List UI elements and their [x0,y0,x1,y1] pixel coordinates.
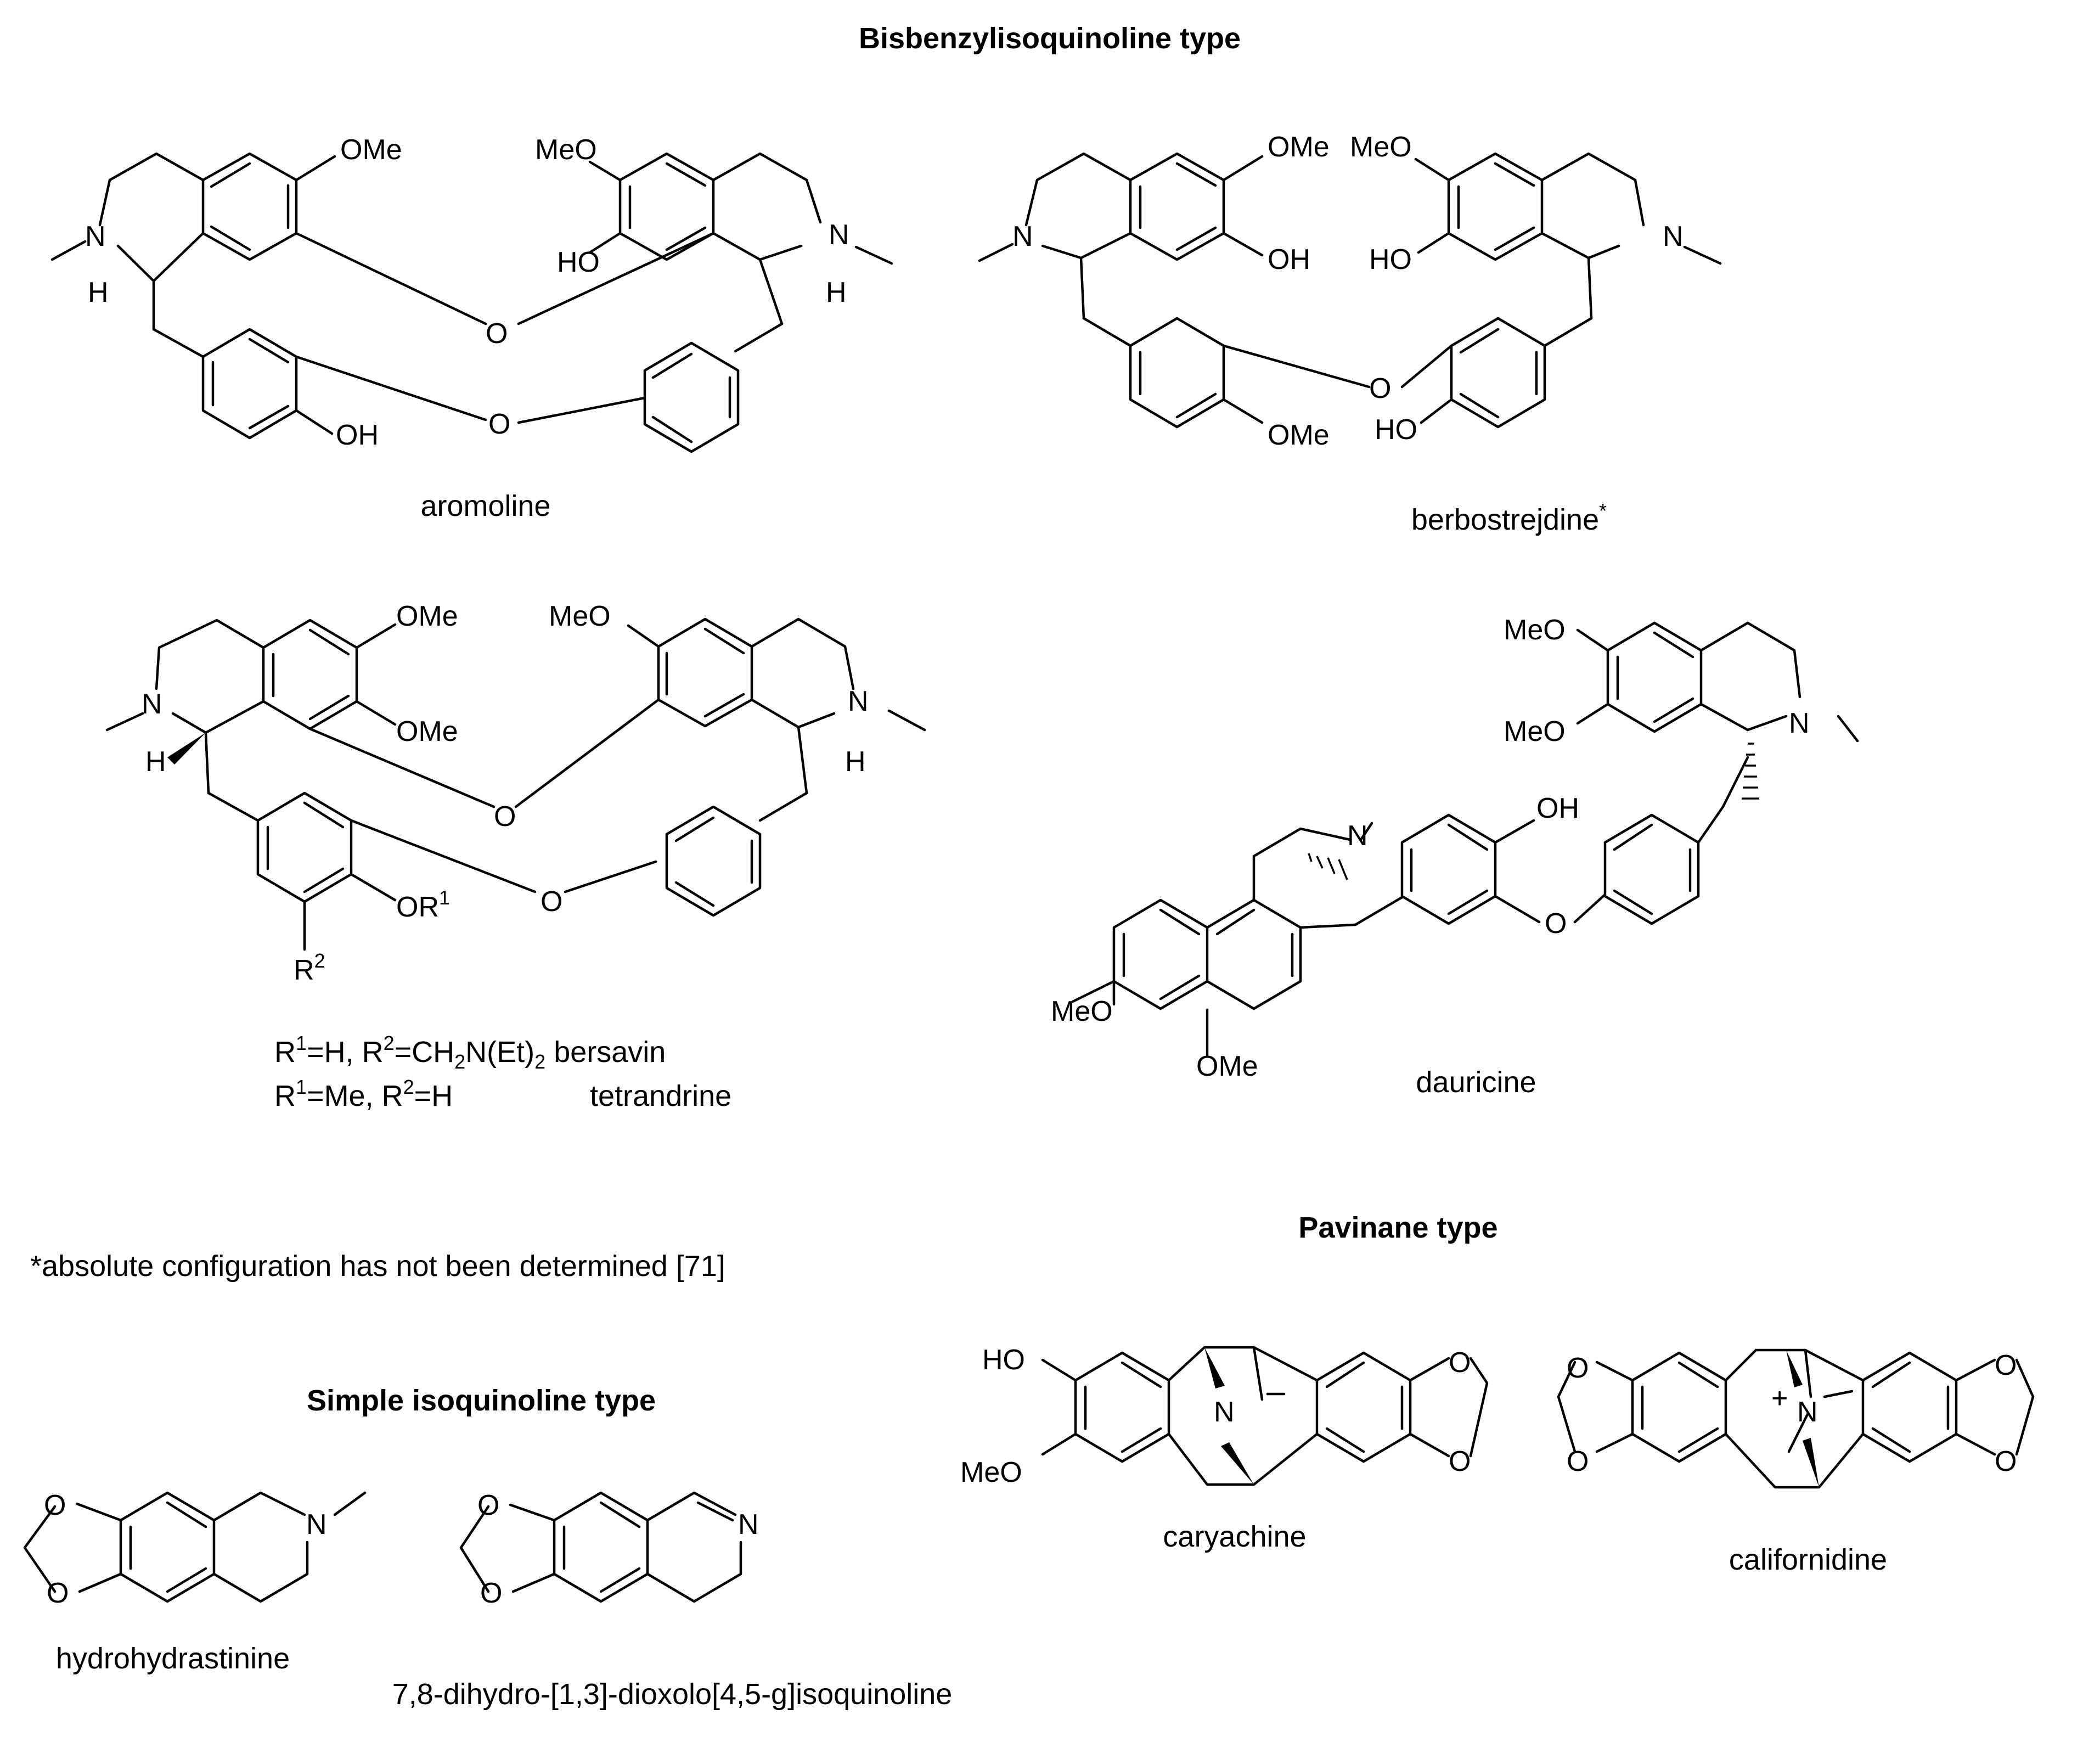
caryachine-wedge-bottom [1221,1442,1254,1485]
berbo-ho-right: HO [1369,244,1412,276]
caryachine-wedge-top [1204,1347,1225,1389]
bers-n-right: N [848,685,869,717]
daur-o-bridge: O [1545,908,1567,940]
label-caryachine: caryachine [1163,1520,1306,1553]
header-pavinane: Pavinane type [1298,1211,1497,1244]
aromoline-ho-right: HO [557,246,600,278]
dauricine-structure [1071,621,1859,1058]
bers-o-lower: O [541,886,562,918]
cary-o-bottom: O [1449,1446,1471,1477]
aromoline-h-left: H [88,277,109,308]
daur-oh: OH [1536,792,1579,824]
berbo-o-bridge: O [1369,373,1391,404]
dioxolo-n: N [738,1509,759,1541]
bers-or1: OR1 [396,886,450,923]
bers-r2: R2 [294,949,325,986]
label-tetrandrine: tetrandrine [590,1080,731,1112]
daur-ome: OMe [1196,1050,1258,1082]
berbo-n-left: N [1012,221,1033,252]
aromoline-h-right: H [826,277,847,308]
dauricine-hash-bonds [1308,743,1759,880]
berbostrejdine-structure [978,152,1722,429]
hydro-o-top: O [44,1489,66,1521]
berbo-ho-lower: HO [1375,414,1417,446]
bersavin-tetrandrine-structure [105,617,926,951]
berbo-meo-right: MeO [1350,131,1412,163]
aromoline-n-right: N [829,219,849,251]
aromoline-oh: OH [336,419,379,451]
label-hydrohydrastinine: hydrohydrastinine [56,1642,290,1675]
calif-o-bottom-left: O [1567,1446,1589,1477]
header-bisbenzylisoquinoline: Bisbenzylisoquinoline type [859,22,1241,55]
hydrohydrastinine-structure [23,1491,367,1603]
cary-ho: HO [982,1344,1025,1376]
aromoline-o-upper: O [486,318,508,350]
aromoline-structure [50,152,893,453]
bers-ome-2: OMe [396,716,458,747]
caryachine-structure [1041,1346,1489,1486]
label-bersavin-line: R1=H, R2=CH2N(Et)2 bersavin [274,1032,666,1073]
cary-o-top: O [1449,1347,1471,1379]
bers-ome-1: OMe [396,600,458,632]
aromoline-o-lower: O [488,408,510,440]
berbo-n-right: N [1663,221,1684,252]
daur-n-mid: N [1347,820,1368,852]
daur-n-top: N [1789,707,1810,739]
dioxolo-o-top: O [477,1489,499,1521]
calif-o-top-right: O [1995,1350,2017,1381]
label-aromoline: aromoline [420,490,550,522]
calif-o-top-left: O [1567,1352,1589,1384]
berbo-oh: OH [1268,244,1310,276]
dioxoloisoquinoline-structure [459,1491,742,1603]
cary-n: N [1214,1396,1235,1428]
header-simple-isoquinoline: Simple isoquinoline type [307,1384,656,1417]
californidine-wedge-bottom [1803,1438,1819,1487]
calif-n: N [1797,1396,1818,1428]
daur-meo-3: MeO [1051,996,1113,1027]
bers-meo-right: MeO [549,600,611,632]
californidine-structure [1557,1348,2035,1489]
berbo-ome-top: OMe [1268,131,1330,163]
hydro-n: N [306,1509,327,1541]
dioxolo-o-bottom: O [480,1577,502,1609]
label-dioxoloisoquinoline: 7,8-dihydro-[1,3]-dioxolo[4,5-g]isoquino… [392,1678,953,1711]
aromoline-ome-left: OMe [340,134,402,166]
footnote: *absolute configuration has not been det… [30,1250,725,1283]
bers-n-left: N [142,688,162,720]
label-californidine: californidine [1729,1543,1887,1576]
aromoline-n-left: N [85,221,106,252]
hydro-o-bottom: O [47,1577,69,1609]
daur-meo-1: MeO [1504,614,1566,646]
bers-h-right: H [845,746,866,778]
label-dauricine: dauricine [1416,1066,1536,1099]
californidine-wedge-top [1786,1350,1803,1387]
aromoline-meo-right: MeO [535,134,597,166]
label-berbostrejdine: berbostrejdine* [1411,499,1607,536]
bers-o-upper: O [494,801,516,833]
calif-plus: + [1771,1382,1788,1414]
label-tetrandrine-line: R1=Me, R2=H [274,1076,453,1112]
bersavin-wedge [167,733,206,764]
daur-meo-2: MeO [1504,716,1566,747]
berbo-ome-bottom: OMe [1268,419,1330,451]
cary-meo: MeO [960,1457,1022,1488]
calif-o-bottom-right: O [1995,1446,2017,1477]
bers-h-left: H [145,746,166,778]
